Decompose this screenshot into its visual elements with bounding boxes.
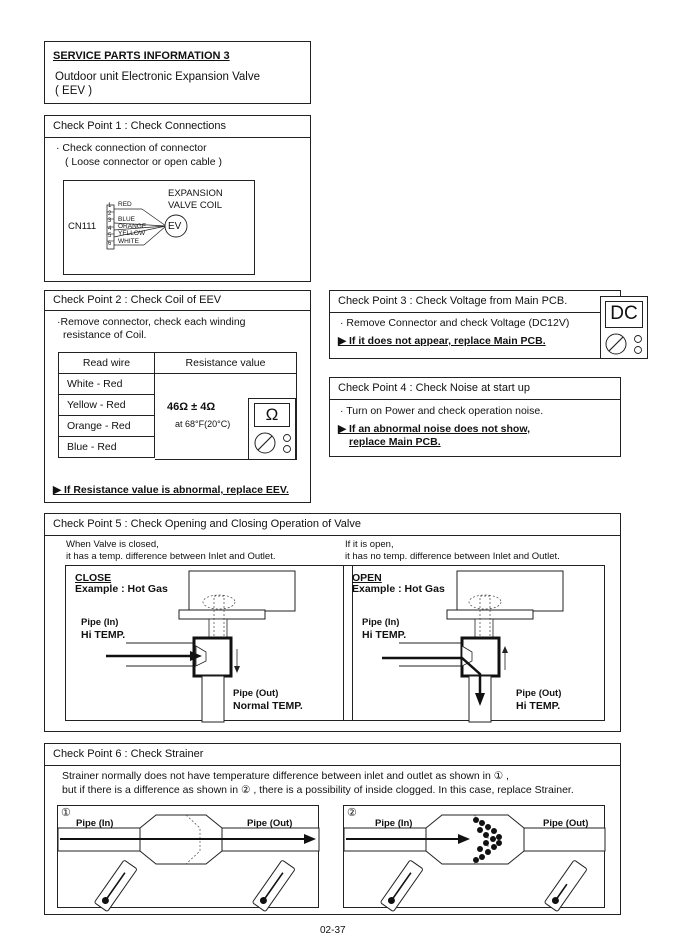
- meter-dial: [605, 333, 642, 355]
- title-heading: SERVICE PARTS INFORMATION 3: [53, 50, 230, 62]
- fig1-pipe-out: Pipe (Out): [247, 818, 293, 829]
- check-point-3: Check Point 3 : Check Voltage from Main …: [329, 290, 621, 359]
- cp3-note: ▶ If it does not appear, replace Main PC…: [338, 335, 546, 347]
- close-pipe-in: Pipe (In): [81, 617, 119, 628]
- close-pipe-out: Pipe (Out): [233, 688, 279, 699]
- coil-label-2: VALVE COIL: [168, 200, 223, 211]
- table-row: Blue - Red: [58, 436, 155, 458]
- cp6-line1: Strainer normally does not have temperat…: [62, 770, 509, 782]
- close-out-temp: Normal TEMP.: [233, 700, 303, 712]
- cp3-line1: · Remove Connector and check Voltage (DC…: [340, 317, 570, 329]
- pin-1: 1: [108, 203, 112, 209]
- cp4-line1: · Turn on Power and check operation nois…: [340, 405, 544, 417]
- fig1-pipe-in: Pipe (In): [76, 818, 114, 829]
- fig1-number: ①: [61, 807, 71, 819]
- resistance-table: Read wire Resistance value White - Red Y…: [58, 352, 297, 458]
- open-in-temp: Hi TEMP.: [362, 629, 407, 641]
- table-row: Orange - Red: [58, 415, 155, 437]
- ohm-meter-icon: Ω: [248, 398, 296, 460]
- clog-particles: [473, 817, 502, 863]
- title-line1: Outdoor unit Electronic Expansion Valve: [55, 71, 260, 83]
- resistance-temp: at 68°F(20°C): [175, 419, 231, 429]
- open-example: Example : Hot Gas: [352, 583, 445, 595]
- cp4-note2: replace Main PCB.: [349, 436, 441, 448]
- valve-close-figure: CLOSE Example : Hot Gas Pipe (In) Hi TEM…: [65, 565, 353, 723]
- open-pipe-in: Pipe (In): [362, 617, 400, 628]
- fig2-number: ②: [347, 807, 357, 819]
- col-read-wire: Read wire: [58, 352, 155, 374]
- cp1-line2: ( Loose connector or open cable ): [65, 156, 223, 168]
- dc-meter-icon: DC: [600, 296, 648, 359]
- close-example: Example : Hot Gas: [75, 583, 168, 595]
- pin-4: 4: [108, 226, 112, 232]
- fig2-pipe-out: Pipe (Out): [543, 818, 589, 829]
- open-state-label: OPEN: [352, 572, 382, 584]
- close-in-temp: Hi TEMP.: [81, 629, 126, 641]
- check-point-5: Check Point 5 : Check Opening and Closin…: [44, 513, 621, 732]
- cp2-line2: resistance of Coil.: [63, 329, 147, 341]
- cp5-left-caption1: When Valve is closed,: [66, 539, 159, 550]
- cp5-header: Check Point 5 : Check Opening and Closin…: [45, 514, 620, 536]
- fig2-pipe-in: Pipe (In): [375, 818, 413, 829]
- cp6-header: Check Point 6 : Check Strainer: [45, 744, 620, 766]
- meter-display: Ω: [254, 403, 290, 427]
- cp1-header: Check Point 1 : Check Connections: [45, 116, 310, 138]
- valve-open-figure: OPEN Example : Hot Gas Pipe (In) Hi TEMP…: [343, 565, 605, 723]
- pin-6: 6: [108, 241, 112, 247]
- cp4-note1: ▶ If an abnormal noise does not show,: [338, 423, 531, 435]
- wire-orange: ORANGE: [118, 223, 147, 230]
- cp5-right-caption2: it has no temp. difference between Inlet…: [345, 551, 560, 562]
- cp1-line1: · Check connection of connector: [56, 142, 207, 154]
- cp2-note: ▶ If Resistance value is abnormal, repla…: [53, 484, 289, 496]
- check-point-2: Check Point 2 : Check Coil of EEV ·Remov…: [44, 290, 311, 503]
- close-state-label: CLOSE: [75, 572, 112, 584]
- cp5-right-caption1: If it is open,: [345, 539, 394, 550]
- check-point-6: Check Point 6 : Check Strainer Strainer …: [44, 743, 621, 915]
- connection-diagram: CN111 EXPANSION VALVE COIL EV 1 2 3 4 5 …: [63, 180, 255, 275]
- title-line2: ( EEV ): [55, 85, 93, 97]
- connector-wiring: [106, 204, 188, 250]
- ev-label: EV: [168, 221, 182, 232]
- wire-white: WHITE: [118, 238, 139, 245]
- cp3-header: Check Point 3 : Check Voltage from Main …: [330, 291, 620, 313]
- wire-blue: BLUE: [118, 216, 135, 223]
- meter-dial: [254, 432, 291, 454]
- pin-5: 5: [108, 233, 112, 239]
- cp6-line2: but if there is a difference as shown in…: [62, 784, 574, 796]
- coil-label-1: EXPANSION: [168, 188, 223, 199]
- cp2-line1: ·Remove connector, check each winding: [57, 316, 246, 328]
- wire-yellow: YELLOW: [118, 230, 146, 237]
- table-row: Yellow - Red: [58, 394, 155, 416]
- open-out-temp: Hi TEMP.: [516, 700, 561, 712]
- pin-3: 3: [108, 218, 112, 224]
- cp5-left-caption2: it has a temp. difference between Inlet …: [66, 551, 276, 562]
- title-box: SERVICE PARTS INFORMATION 3 Outdoor unit…: [44, 41, 311, 104]
- col-resistance-value: Resistance value: [154, 352, 297, 374]
- open-pipe-out: Pipe (Out): [516, 688, 562, 699]
- check-point-1: Check Point 1 : Check Connections · Chec…: [44, 115, 311, 282]
- strainer-normal-drawing: [57, 814, 320, 912]
- pin-2: 2: [108, 211, 112, 217]
- valve-open-drawing: [382, 570, 564, 723]
- connector-label: CN111: [68, 221, 97, 232]
- wire-red: RED: [118, 201, 132, 208]
- strainer-figure-2: ② Pipe (In) Pipe (Out): [343, 805, 606, 912]
- resistance-value: 46Ω ± 4Ω: [167, 401, 216, 413]
- cp2-header: Check Point 2 : Check Coil of EEV: [45, 291, 310, 311]
- meter-display: DC: [605, 301, 643, 328]
- check-point-4: Check Point 4 : Check Noise at start up …: [329, 377, 621, 457]
- strainer-clogged-drawing: [343, 814, 606, 912]
- cp4-header: Check Point 4 : Check Noise at start up: [330, 378, 620, 400]
- table-row: White - Red: [58, 373, 155, 395]
- strainer-figure-1: ① Pipe (In) Pipe (Out): [57, 805, 320, 912]
- valve-close-drawing: [106, 570, 296, 723]
- page-number: 02-37: [320, 925, 346, 936]
